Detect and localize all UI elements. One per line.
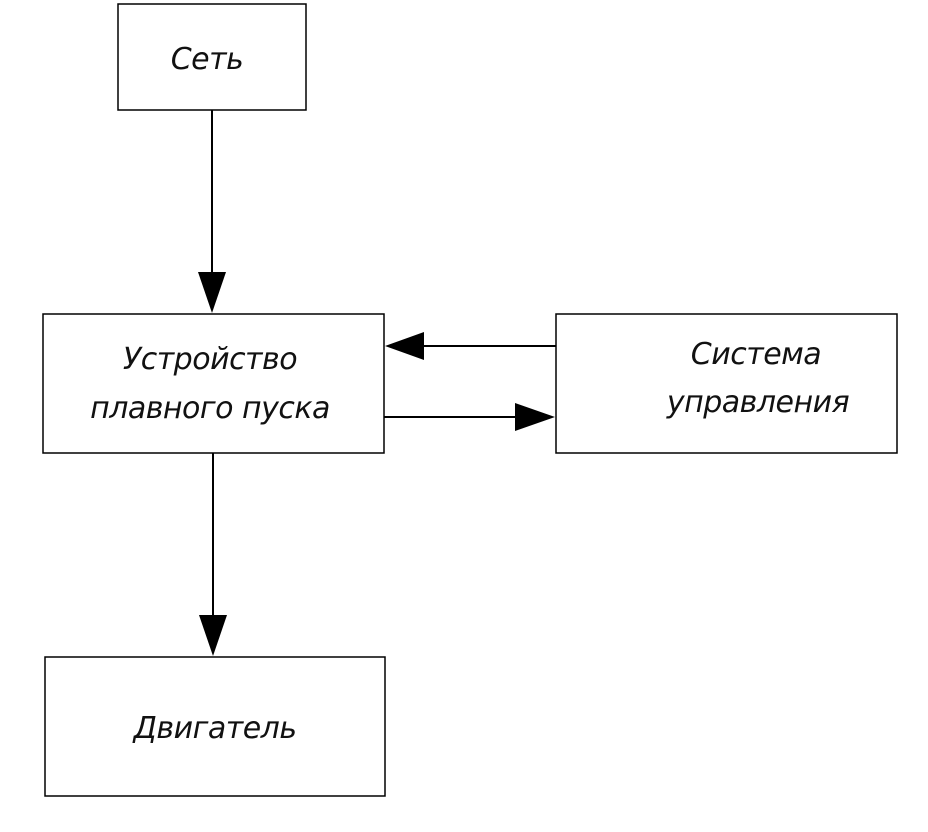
control-system-box — [555, 313, 898, 454]
control-system-label-line1: Система — [691, 337, 821, 372]
arrowhead-down — [199, 615, 227, 656]
arrowhead-right — [515, 403, 555, 431]
control-system-block: Система управления — [555, 313, 898, 454]
soft-starter-label-line1: Устройство — [123, 342, 297, 377]
arrow-control-to-soft-starter — [385, 332, 556, 360]
soft-starter-block: Устройство плавного пуска — [42, 313, 385, 454]
arrow-network-to-soft-starter — [198, 110, 226, 313]
control-system-label-line2: управления — [666, 385, 850, 420]
soft-starter-label-line2: плавного пуска — [90, 391, 330, 426]
motor-box — [44, 656, 386, 797]
network-block: Сеть — [117, 3, 307, 111]
arrow-soft-starter-to-control — [384, 403, 555, 431]
arrowhead-down — [198, 272, 226, 313]
arrow-soft-starter-to-motor — [199, 453, 227, 656]
network-label: Сеть — [171, 42, 244, 77]
network-box — [117, 3, 307, 111]
arrowhead-left — [385, 332, 424, 360]
motor-block: Двигатель — [44, 656, 386, 797]
motor-label: Двигатель — [131, 711, 296, 746]
soft-starter-box — [42, 313, 385, 454]
